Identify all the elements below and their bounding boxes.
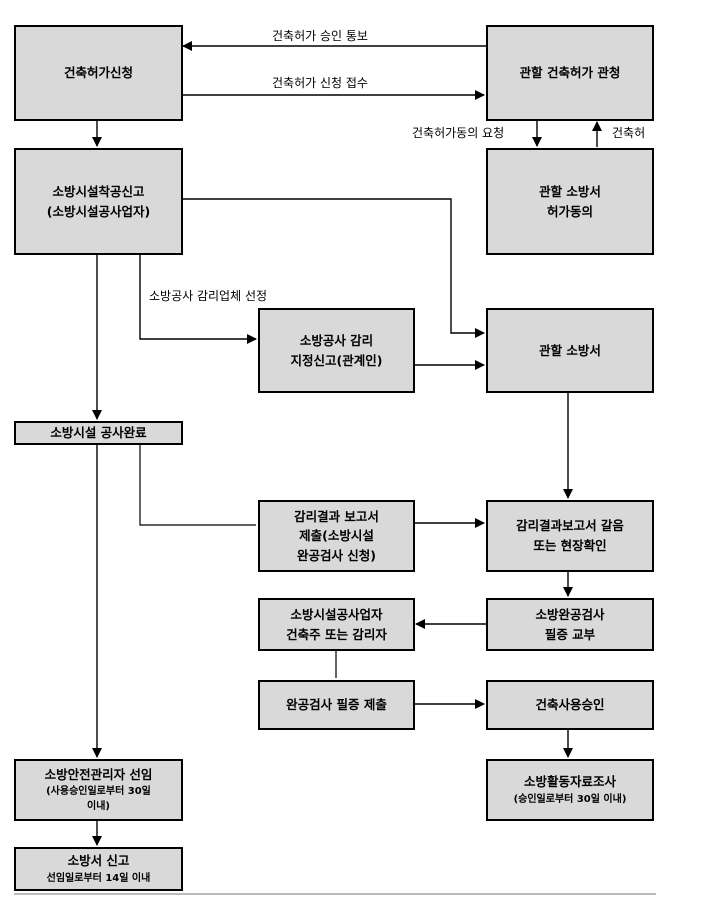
box-line: 선임일로부터 14일 이내 [46, 872, 151, 884]
fire-station-consent-box: 관할 소방서 허가동의 [486, 148, 654, 255]
box-line: 소방활동자료조사 [523, 774, 616, 789]
box-line: 소방안전관리자 선임 [44, 766, 153, 782]
building-permit-application-box: 건축허가신청 [14, 25, 183, 121]
fire-construction-start-report-box: 소방시설착공신고 (소방시설공사업자) [14, 148, 183, 255]
box-line: (승인일로부터 30일 이내) [513, 794, 627, 805]
box-line: (소방시설공사업자) [46, 203, 151, 219]
fire-facility-completion-box: 소방시설 공사완료 [14, 421, 183, 445]
box-line: 건축주 또는 감리자 [286, 626, 387, 642]
box-line: 소방공사 감리 [299, 332, 374, 348]
building-use-approval-box: 건축사용승인 [486, 680, 654, 730]
box-line: 이내) [87, 801, 110, 813]
box-line: 관할 소방서 [539, 183, 601, 199]
consent-request-label: 건축허가동의 요청 [412, 126, 505, 140]
box-line: (사용승인일로부터 30일 [46, 786, 151, 798]
box-line: 소방시설착공신고 [52, 183, 145, 199]
box-line: 제출(소방시설 [299, 528, 374, 544]
box-line: 또는 현장확인 [533, 538, 607, 553]
box-line: 관할 건축허가 관청 [519, 65, 621, 80]
box-line: 소방시설공사업자 [290, 606, 383, 622]
supervisor-selection-label: 소방공사 감리업체 선정 [149, 289, 268, 303]
box-line: 허가동의 [546, 203, 593, 219]
safety-manager-appointment-box: 소방안전관리자 선임 (사용승인일로부터 30일 이내) [14, 759, 183, 821]
box-line: 건축사용승인 [535, 697, 605, 712]
box-line: 관할 소방서 [539, 342, 601, 358]
box-line: 지정신고(관계인) [290, 352, 383, 368]
report-review-or-site-check-box: 감리결과보고서 갈음 또는 현장확인 [486, 500, 654, 572]
jurisdiction-fire-station-box: 관할 소방서 [486, 308, 654, 393]
supervisor-designation-report-box: 소방공사 감리 지정신고(관계인) [258, 308, 415, 393]
bottom-divider [14, 893, 656, 895]
arrow-supervisor-selection [139, 255, 257, 344]
fire-station-report-box: 소방서 신고 선임일로부터 14일 이내 [14, 847, 183, 891]
box-line: 완공검사 신청) [296, 547, 377, 563]
supervision-report-submission-box: 감리결과 보고서 제출(소방시설 완공검사 신청) [258, 500, 415, 572]
box-line: 소방시설 공사완료 [50, 425, 147, 440]
fire-activity-data-survey-box: 소방활동자료조사 (승인일로부터 30일 이내) [486, 759, 654, 821]
box-line: 감리결과보고서 갈음 [516, 518, 624, 533]
consent-reply-label: 건축허 [612, 126, 646, 140]
box-line: 필증 교부 [544, 626, 596, 642]
certificate-submission-box: 완공검사 필증 제출 [258, 680, 415, 730]
box-line: 소방완공검사 [535, 606, 605, 622]
line-completion-to-report [139, 445, 256, 526]
approval-notice-label: 건축허가 승인 통보 [272, 29, 368, 43]
arrow-start-report-to-station [183, 198, 485, 338]
contractor-owner-supervisor-box: 소방시설공사업자 건축주 또는 감리자 [258, 598, 415, 651]
box-line: 건축허가신청 [63, 65, 133, 80]
box-line: 감리결과 보고서 [294, 508, 379, 524]
building-permit-authority-box: 관할 건축허가 관청 [486, 25, 654, 121]
completion-certificate-issuance-box: 소방완공검사 필증 교부 [486, 598, 654, 651]
box-line: 완공검사 필증 제출 [286, 697, 387, 712]
application-received-label: 건축허가 신청 접수 [272, 76, 368, 90]
box-line: 소방서 신고 [67, 853, 130, 869]
